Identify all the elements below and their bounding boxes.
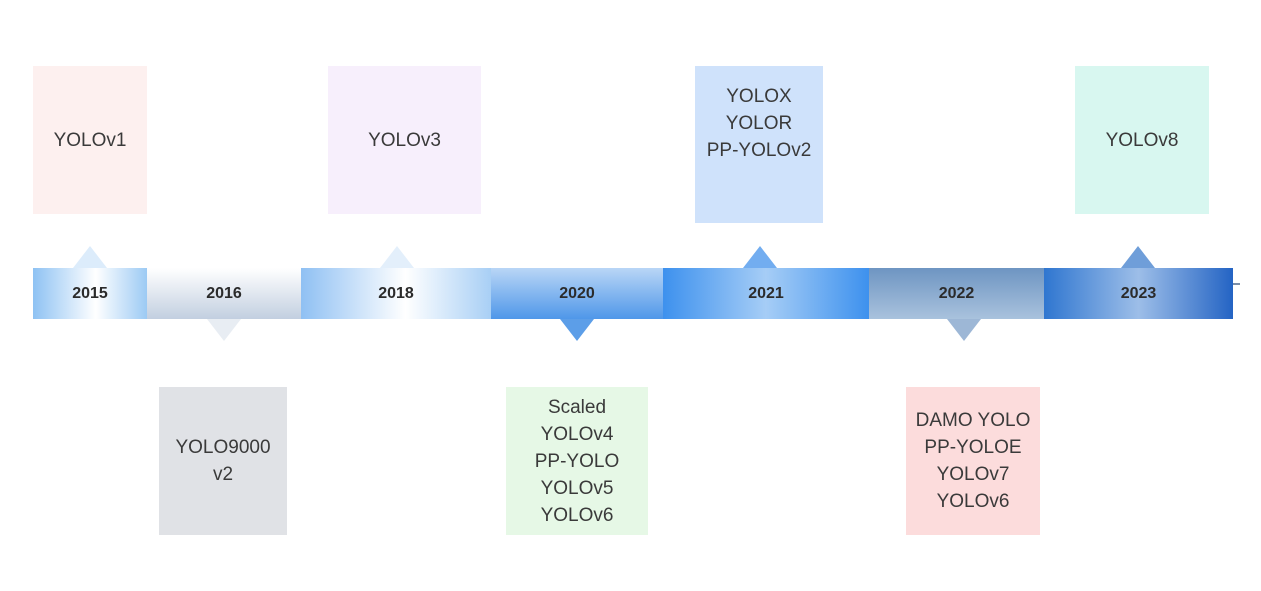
pointer-2018	[380, 246, 414, 268]
pointer-2022	[947, 319, 981, 341]
card-2020-line-2: YOLOv4	[540, 423, 614, 445]
card-2022-line-1: DAMO YOLO	[915, 410, 1031, 431]
timeline-end-tick	[1233, 283, 1240, 285]
card-2018-line-1: YOLOv3	[368, 129, 441, 151]
card-2016: YOLO9000 v2	[159, 387, 287, 535]
timeline-segment-2023: 2023	[1044, 268, 1233, 319]
year-label-2021: 2021	[748, 284, 784, 302]
pointer-2015	[73, 246, 107, 268]
card-2023: YOLOv8	[1075, 66, 1209, 214]
card-2022: DAMO YOLO PP-YOLOE YOLOv7 YOLOv6	[906, 387, 1040, 535]
card-2015-line-1: YOLOv1	[53, 129, 127, 151]
pointer-2016	[207, 319, 241, 341]
timeline-segment-2020: 2020	[491, 268, 663, 319]
card-2016-line-1: YOLO9000	[175, 437, 271, 458]
timeline-segment-2015: 2015	[33, 268, 147, 319]
year-label-2018: 2018	[378, 284, 414, 302]
card-2022-line-4: YOLOv6	[936, 491, 1010, 512]
card-2021-line-2: YOLOR	[725, 112, 793, 134]
card-2020-line-4: YOLOv5	[540, 477, 614, 499]
card-2020-line-3: PP-YOLO	[534, 450, 620, 472]
card-2021-line-1: YOLOX	[726, 85, 792, 107]
year-label-2015: 2015	[72, 284, 108, 302]
card-2021: YOLOX YOLOR PP-YOLOv2	[695, 66, 823, 223]
card-2021-line-3: PP-YOLOv2	[706, 139, 812, 161]
pointer-2023	[1121, 246, 1155, 268]
card-2016-line-2: v2	[212, 464, 234, 485]
card-2023-line-1: YOLOv8	[1105, 129, 1179, 151]
year-label-2022: 2022	[938, 284, 975, 302]
card-2020-line-5: YOLOv6	[540, 504, 614, 526]
pointer-2020	[560, 319, 594, 341]
pointer-2021	[743, 246, 777, 268]
card-2020-line-1: Scaled	[547, 396, 607, 418]
card-2022-line-2: PP-YOLOE	[924, 437, 1022, 458]
card-2020: Scaled YOLOv4 PP-YOLO YOLOv5 YOLOv6	[506, 387, 648, 535]
timeline-segment-2018: 2018	[301, 268, 491, 319]
timeline-segment-2022: 2022	[869, 268, 1044, 319]
card-2022-line-3: YOLOv7	[936, 464, 1010, 485]
card-2018: YOLOv3	[328, 66, 481, 214]
year-label-2016: 2016	[206, 284, 242, 302]
timeline-segment-2016: 2016	[147, 268, 301, 319]
year-label-2020: 2020	[559, 284, 595, 302]
timeline-segment-2021: 2021	[663, 268, 869, 319]
year-label-2023: 2023	[1120, 284, 1157, 302]
card-2015: YOLOv1	[33, 66, 147, 214]
